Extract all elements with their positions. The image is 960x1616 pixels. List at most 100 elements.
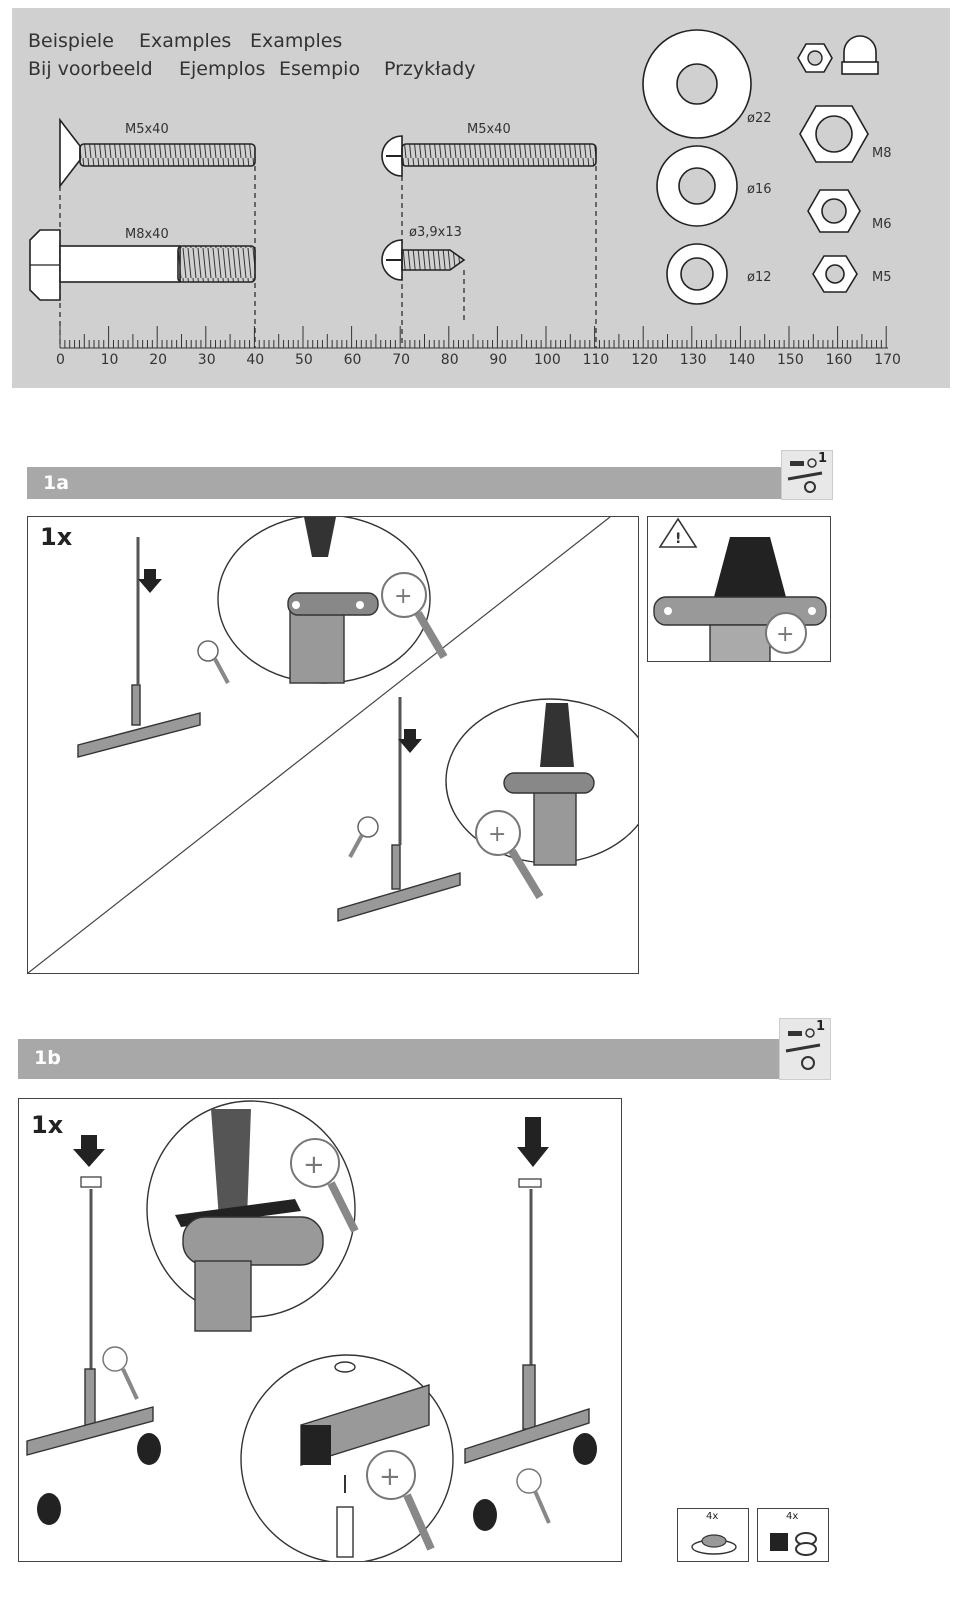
zoom-detail-circle-b <box>240 1354 454 1561</box>
warning-detail-illustration: ! + <box>653 517 827 661</box>
svg-text:+: + <box>379 1462 401 1492</box>
lang-label-de: Beispiele <box>28 30 114 52</box>
stand-base-icon <box>337 697 461 922</box>
magnifier-icon: + <box>366 1450 435 1551</box>
pan-head-screw-label: M5x40 <box>467 122 511 137</box>
ruler-tick-label: 150 <box>777 352 804 368</box>
hardware-bag-number: 1 <box>818 451 828 466</box>
step-1a-header: 1a <box>27 467 831 499</box>
hex-bolt-icon <box>29 229 256 301</box>
washer-12-label: ø12 <box>747 270 772 285</box>
step-1a-quantity: 1x <box>40 523 73 551</box>
svg-text:+: + <box>303 1150 325 1180</box>
ruler-tick-label: 50 <box>295 352 313 368</box>
ruler-tick-label: 40 <box>246 352 265 368</box>
zoom-detail-circle-2 <box>445 698 638 866</box>
magnifier-icon <box>102 1346 139 1400</box>
ruler <box>59 326 888 349</box>
parts-box-caps: 4x <box>757 1508 829 1562</box>
magnifier-icon <box>197 640 230 684</box>
ruler-tick-label: 80 <box>440 352 459 368</box>
arrow-down-icon <box>73 1135 105 1167</box>
lang-label-en: Examples <box>139 30 232 52</box>
ruler-tick-label: 140 <box>728 352 756 368</box>
lang-label-it: Esempio <box>279 58 361 80</box>
ruler-tick-label: 170 <box>874 352 901 368</box>
step-1a-illustration: + + <box>28 517 638 973</box>
svg-text:!: ! <box>675 531 681 547</box>
svg-text:+: + <box>394 584 412 609</box>
bracket-plate-icon <box>518 1178 542 1188</box>
wood-screw-icon <box>381 239 466 281</box>
zoom-detail-circle-1 <box>217 517 431 684</box>
washer-22-icon <box>642 29 752 139</box>
step-1b-main-frame: 1x + + <box>18 1098 622 1562</box>
step-1b-illustration: + + <box>26 1100 597 1561</box>
magnifier-icon <box>348 816 379 858</box>
magnifier-icon <box>516 1468 551 1524</box>
cap-nut-icon <box>841 35 879 75</box>
nut-m5-label: M5 <box>872 270 892 285</box>
wood-screw-label: ø3,9x13 <box>409 225 462 240</box>
zoom-detail-circle-a <box>146 1100 356 1332</box>
ruler-tick-label: 30 <box>197 352 216 368</box>
ruler-tick-label: 100 <box>534 352 561 368</box>
step-1b-label: 1b <box>34 1047 61 1069</box>
stand-base-icon <box>464 1364 590 1464</box>
step-1a-warning-frame: ! + <box>647 516 831 662</box>
lock-nut-icon <box>797 43 833 73</box>
magnifier-icon: + <box>475 810 544 900</box>
warning-triangle-icon <box>658 517 698 548</box>
magnifier-icon: + <box>381 572 448 660</box>
arrow-down-icon <box>138 569 162 593</box>
hardware-bag-icon: 1 <box>779 1018 831 1080</box>
caster-wheel-icon <box>37 1433 161 1525</box>
nut-m8-label: M8 <box>872 146 892 161</box>
washer-22-label: ø22 <box>747 111 772 126</box>
countersunk-screw-label: M5x40 <box>125 122 169 137</box>
nut-m5-icon <box>812 255 858 293</box>
lang-label-pl: Przykłady <box>384 58 476 80</box>
nut-m8-icon <box>799 105 869 163</box>
ruler-tick-label: 0 <box>56 352 65 368</box>
parts-box-glide: 4x <box>677 1508 749 1562</box>
washer-16-label: ø16 <box>747 182 772 197</box>
nut-m6-label: M6 <box>872 217 892 232</box>
hardware-reference-panel: Beispiele Examples Examples Bij voorbeel… <box>12 8 950 388</box>
pan-head-screw-icon <box>381 135 597 177</box>
hex-bolt-label: M8x40 <box>125 227 169 242</box>
arrow-down-icon <box>398 729 422 753</box>
parts-box-count: 4x <box>786 1511 799 1522</box>
ruler-tick-label: 60 <box>343 352 362 368</box>
step-1a-main-frame: 1x + <box>27 516 639 974</box>
washer-12-icon <box>666 243 728 305</box>
magnifier-icon: + <box>765 612 807 654</box>
bracket-plate-icon <box>80 1176 102 1188</box>
parts-box-count: 4x <box>706 1511 719 1522</box>
arrow-down-icon <box>517 1117 549 1167</box>
magnifier-icon: + <box>290 1138 359 1233</box>
svg-text:+: + <box>488 822 506 847</box>
ruler-tick-label: 90 <box>489 352 508 368</box>
ruler-tick-label: 10 <box>100 352 119 368</box>
step-1b-quantity: 1x <box>31 1111 64 1139</box>
ruler-tick-label: 120 <box>631 352 658 368</box>
nut-m6-icon <box>807 189 861 233</box>
caster-wheel-icon <box>473 1433 597 1531</box>
ruler-tick-label: 130 <box>679 352 707 368</box>
ruler-tick-label: 70 <box>392 352 411 368</box>
ruler-tick-label: 160 <box>825 352 853 368</box>
hardware-bag-number: 1 <box>816 1019 826 1034</box>
stand-base-icon <box>26 1368 154 1456</box>
step-1a-label: 1a <box>43 472 70 494</box>
ruler-tick-label: 20 <box>149 352 168 368</box>
lang-label-es: Ejemplos <box>179 58 266 80</box>
step-1b-header: 1b <box>18 1039 829 1079</box>
ruler-tick-label: 110 <box>582 352 610 368</box>
length-guides <box>59 166 597 348</box>
svg-text:+: + <box>776 622 794 647</box>
washer-16-icon <box>656 145 738 227</box>
hardware-bag-icon: 1 <box>781 450 833 500</box>
stand-base-icon <box>77 537 201 758</box>
hardware-drawings <box>29 29 888 349</box>
